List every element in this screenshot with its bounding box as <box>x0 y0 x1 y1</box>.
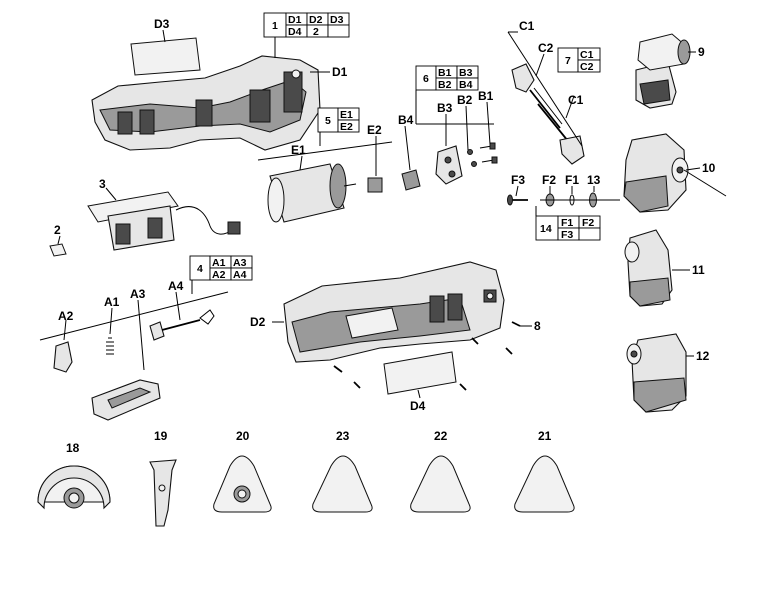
callout-13: 13 <box>587 173 601 187</box>
table-1-cell: 2 <box>313 26 319 38</box>
callout-b3: B3 <box>437 101 453 115</box>
callout-c2: C2 <box>538 41 554 55</box>
part-12-offset-attachment <box>626 333 687 413</box>
callout-a2: A2 <box>58 309 74 323</box>
callout-23: 23 <box>336 429 350 443</box>
table-5-number: 5 <box>325 115 331 127</box>
table-6-cell: B3 <box>459 67 473 79</box>
part-22-sanding-sheet <box>410 455 471 513</box>
table-14-cell: F3 <box>561 229 573 241</box>
part-9-drill-chuck <box>635 33 691 109</box>
callout-12: 12 <box>696 349 710 363</box>
callout-b2: B2 <box>457 93 473 107</box>
table-6-number: 6 <box>423 73 429 85</box>
callout-20: 20 <box>236 429 250 443</box>
callout-18: 18 <box>66 441 80 455</box>
table-4-cell: A2 <box>212 269 226 281</box>
part-21-sanding-sheet <box>514 455 575 513</box>
table-5-cell: E2 <box>340 121 353 133</box>
part-d1-housing-half <box>91 55 321 151</box>
kit-table-4: 4 A1 A3 A2 A4 <box>189 255 253 281</box>
part-20-sanding-pad <box>213 455 272 513</box>
callout-19: 19 <box>154 429 168 443</box>
table-1-cell: D1 <box>288 14 302 26</box>
table-6-cell: B2 <box>438 79 452 91</box>
callout-b4: B4 <box>398 113 414 127</box>
callout-a4: A4 <box>168 279 184 293</box>
table-6-cell: B1 <box>438 67 452 79</box>
table-1-cell: D3 <box>330 14 344 26</box>
callout-d1: D1 <box>332 65 348 79</box>
part-e1-motor <box>267 163 357 223</box>
part-19-plunge-blade <box>149 459 177 527</box>
callout-2: 2 <box>54 223 61 237</box>
callout-d3: D3 <box>154 17 170 31</box>
callout-a3: A3 <box>130 287 146 301</box>
part-8-screws <box>333 321 521 391</box>
part-f-fasteners <box>507 192 620 208</box>
table-4-number: 4 <box>197 263 203 275</box>
callout-21: 21 <box>538 429 552 443</box>
callout-9: 9 <box>698 45 705 59</box>
table-1-cell: D2 <box>309 14 323 26</box>
part-c-latch-assembly <box>511 63 585 165</box>
callout-10: 10 <box>702 161 716 175</box>
table-4-cell: A4 <box>233 269 247 281</box>
table-5-cell: E1 <box>340 109 353 121</box>
table-7-cell: C2 <box>580 61 594 73</box>
callout-b1: B1 <box>478 89 494 103</box>
part-a-trigger-assembly <box>53 309 215 421</box>
callout-f3: F3 <box>511 173 525 187</box>
callout-11: 11 <box>692 263 705 277</box>
part-3-switch-board <box>87 191 241 251</box>
table-14-cell: F2 <box>582 217 594 229</box>
callout-e1: E1 <box>291 143 306 157</box>
table-14-cell: F1 <box>561 217 573 229</box>
part-18-cutting-disc <box>37 465 111 510</box>
part-d3-label-plate <box>130 37 201 76</box>
callout-d4: D4 <box>410 399 426 413</box>
callout-d2: D2 <box>250 315 266 329</box>
table-4-cell: A3 <box>233 257 247 269</box>
kit-table-1: 1 D1 D2 D3 D4 2 <box>263 12 350 38</box>
part-b-gear-assembly <box>401 142 498 191</box>
callout-c1-top: C1 <box>519 19 535 33</box>
callout-e2: E2 <box>367 123 382 137</box>
kit-table-7: 7 C1 C2 <box>557 47 601 73</box>
part-10-angle-attachment <box>623 133 689 213</box>
part-2-small-clip <box>49 243 67 257</box>
table-7-number: 7 <box>565 55 571 67</box>
callout-3: 3 <box>99 177 106 191</box>
table-6-cell: B4 <box>459 79 473 91</box>
kit-table-14: 14 F1 F2 F3 <box>535 215 601 241</box>
table-7-cell: C1 <box>580 49 594 61</box>
table-1-number: 1 <box>272 20 278 32</box>
part-d2-main-housing <box>283 261 505 363</box>
kit-table-6: 6 B1 B3 B2 B4 <box>415 65 479 91</box>
table-1-cell: D4 <box>288 26 302 38</box>
table-14-number: 14 <box>540 223 552 235</box>
part-11-right-angle-attachment <box>624 229 673 307</box>
callout-a1: A1 <box>104 295 120 309</box>
part-23-sanding-sheet <box>312 455 373 513</box>
callout-f1: F1 <box>565 173 579 187</box>
callout-c1-mid: C1 <box>568 93 584 107</box>
callout-22: 22 <box>434 429 448 443</box>
table-4-cell: A1 <box>212 257 226 269</box>
part-e2-pinion <box>367 177 383 193</box>
callout-f2: F2 <box>542 173 556 187</box>
callout-8: 8 <box>534 319 541 333</box>
kit-table-5: 5 E1 E2 <box>317 107 360 133</box>
part-d4-label-plate <box>383 351 457 395</box>
